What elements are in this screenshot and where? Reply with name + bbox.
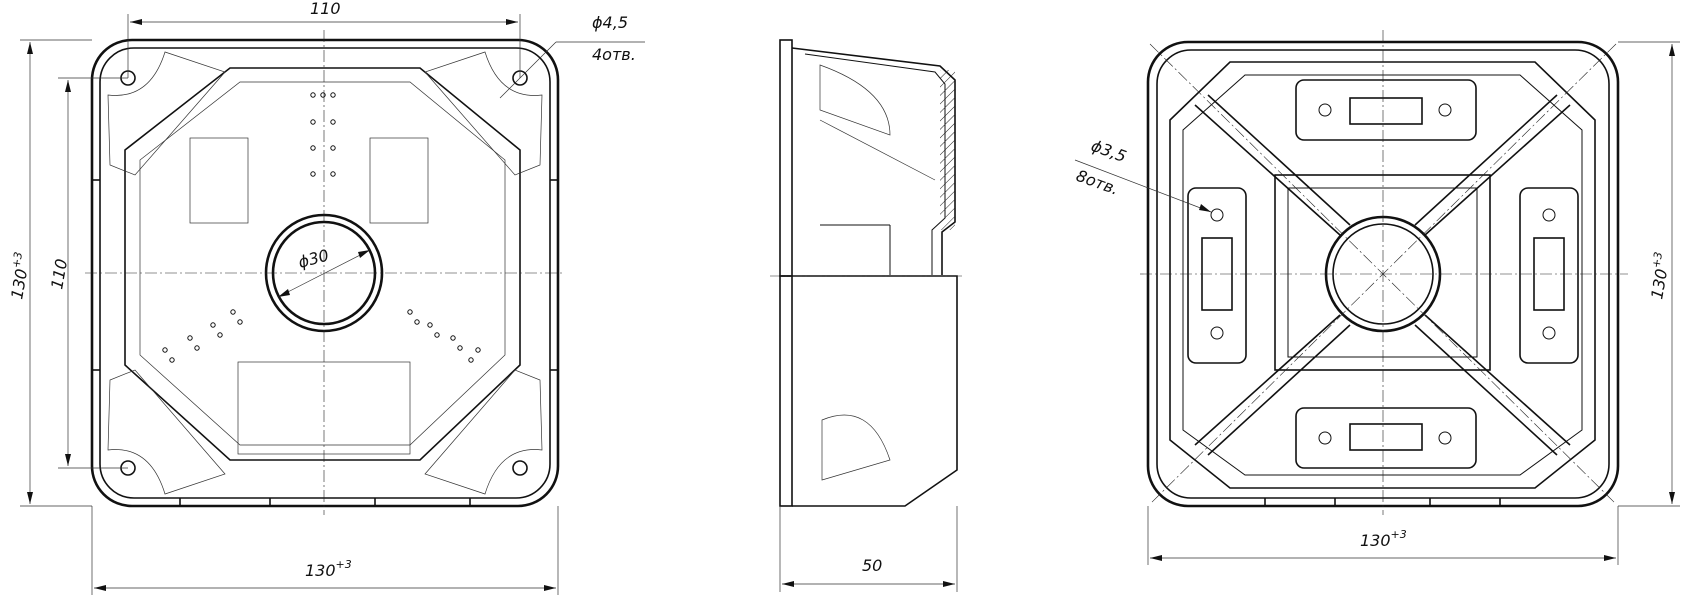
front-view: 110 130+3 110 130+3 ϕ30 ϕ4,5 4отв. xyxy=(4,0,645,595)
front-dim-top: 110 xyxy=(310,0,341,18)
front-knockouts xyxy=(189,137,429,455)
rear-diagonal-ribs xyxy=(1194,94,1571,456)
side-dimension-lines xyxy=(779,506,958,592)
front-hole-callout: ϕ4,5 xyxy=(592,13,628,32)
front-dimension-lines xyxy=(20,14,645,595)
front-dim-left-inner: 110 xyxy=(47,257,71,290)
front-hole-count: 4отв. xyxy=(592,45,636,64)
front-dim-bottom: 130+3 xyxy=(305,558,352,580)
front-dim-left-outer: 130+3 xyxy=(4,251,34,301)
rear-hole-count: 8отв. xyxy=(1074,166,1122,199)
rear-view: ϕ3,5 8отв. 130+3 130+3 xyxy=(1074,30,1680,565)
rear-mounting-holes xyxy=(1210,103,1556,445)
side-dim-bottom: 50 xyxy=(862,556,882,575)
rear-dim-bottom: 130+3 xyxy=(1360,528,1407,550)
rear-dim-right: 130+3 xyxy=(1644,251,1674,301)
front-vent-dots xyxy=(162,92,481,363)
front-corner-lug-bl xyxy=(107,369,226,495)
rear-rib-frame xyxy=(1169,61,1596,489)
rear-dimension-lines xyxy=(1074,41,1680,565)
section-hatch xyxy=(940,70,955,230)
front-corner-lug-tr xyxy=(424,51,543,176)
front-corner-lug-br xyxy=(424,369,543,495)
mounting-hole-icon xyxy=(512,460,528,476)
rear-center-square xyxy=(1274,174,1491,371)
center-hole-dim: ϕ30 xyxy=(296,246,331,272)
front-inner-wall xyxy=(124,67,521,461)
side-section-view: 50 xyxy=(770,39,965,592)
rear-mounting-pads xyxy=(1187,79,1579,469)
front-corner-lug-tl xyxy=(107,51,226,176)
rear-hole-callout: ϕ3,5 xyxy=(1089,136,1129,166)
front-bottom-tabs xyxy=(92,179,558,506)
